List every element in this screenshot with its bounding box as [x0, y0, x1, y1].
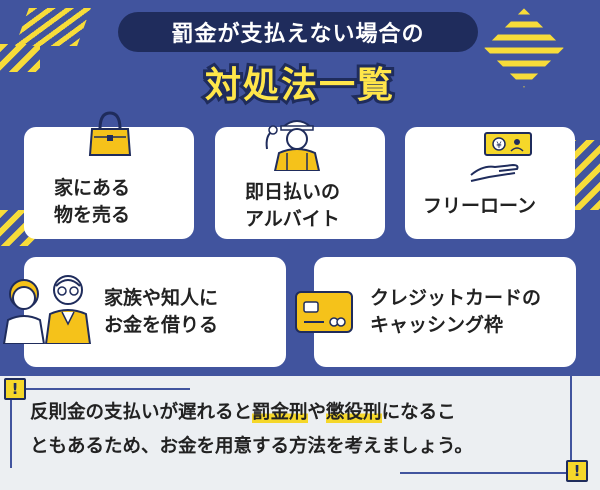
- card-label: フリーローン: [423, 195, 537, 217]
- note-part: になるこ: [381, 402, 456, 423]
- note-line-2: ともあるため、お金を用意する方法を考えましょう。: [30, 436, 473, 457]
- warning-icon: !: [566, 460, 588, 482]
- note-part: 反則金の支払いが遅れると: [30, 402, 253, 423]
- card-sell-belongings: 家にある 物を売る: [24, 111, 194, 239]
- page-title: 罰金が支払えない場合の: [118, 12, 478, 52]
- note-text: 反則金の支払いが遅れると罰金刑や懲役刑になるこ ともあるため、お金を用意する方法…: [30, 396, 575, 464]
- handbag-icon: [88, 111, 132, 156]
- decorative-stripes-top-left-2: [0, 44, 40, 72]
- card-free-loan: ¥ フリーローン: [405, 127, 575, 239]
- card-label: 家にある 物を売る: [54, 177, 131, 226]
- note-frame-bottom-right: [400, 376, 572, 474]
- hand-with-banknote-icon: ¥: [470, 132, 532, 182]
- worker-icon: [265, 120, 321, 171]
- card-day-labor: 即日払いの アルバイト: [215, 120, 385, 239]
- note-part: や: [307, 402, 327, 423]
- card-credit-card-cashing: クレジットカードの キャッシング枠: [314, 257, 576, 367]
- card-label: 即日払いの アルバイト: [245, 181, 341, 230]
- credit-card-icon: [295, 291, 353, 333]
- page-subtitle-container: 対処法一覧: [0, 54, 600, 110]
- card-label: 家族や知人に お金を借りる: [104, 287, 219, 336]
- note-frame-top-left: [10, 388, 190, 468]
- elderly-couple-icon: [2, 275, 92, 344]
- note-highlight: 罰金刑: [252, 402, 308, 423]
- card-label: クレジットカードの キャッシング枠: [370, 287, 542, 336]
- page-subtitle: 対処法一覧: [202, 62, 396, 109]
- note-highlight: 懲役刑: [326, 402, 382, 423]
- svg-text:¥: ¥: [496, 141, 502, 151]
- warning-icon: !: [4, 378, 26, 400]
